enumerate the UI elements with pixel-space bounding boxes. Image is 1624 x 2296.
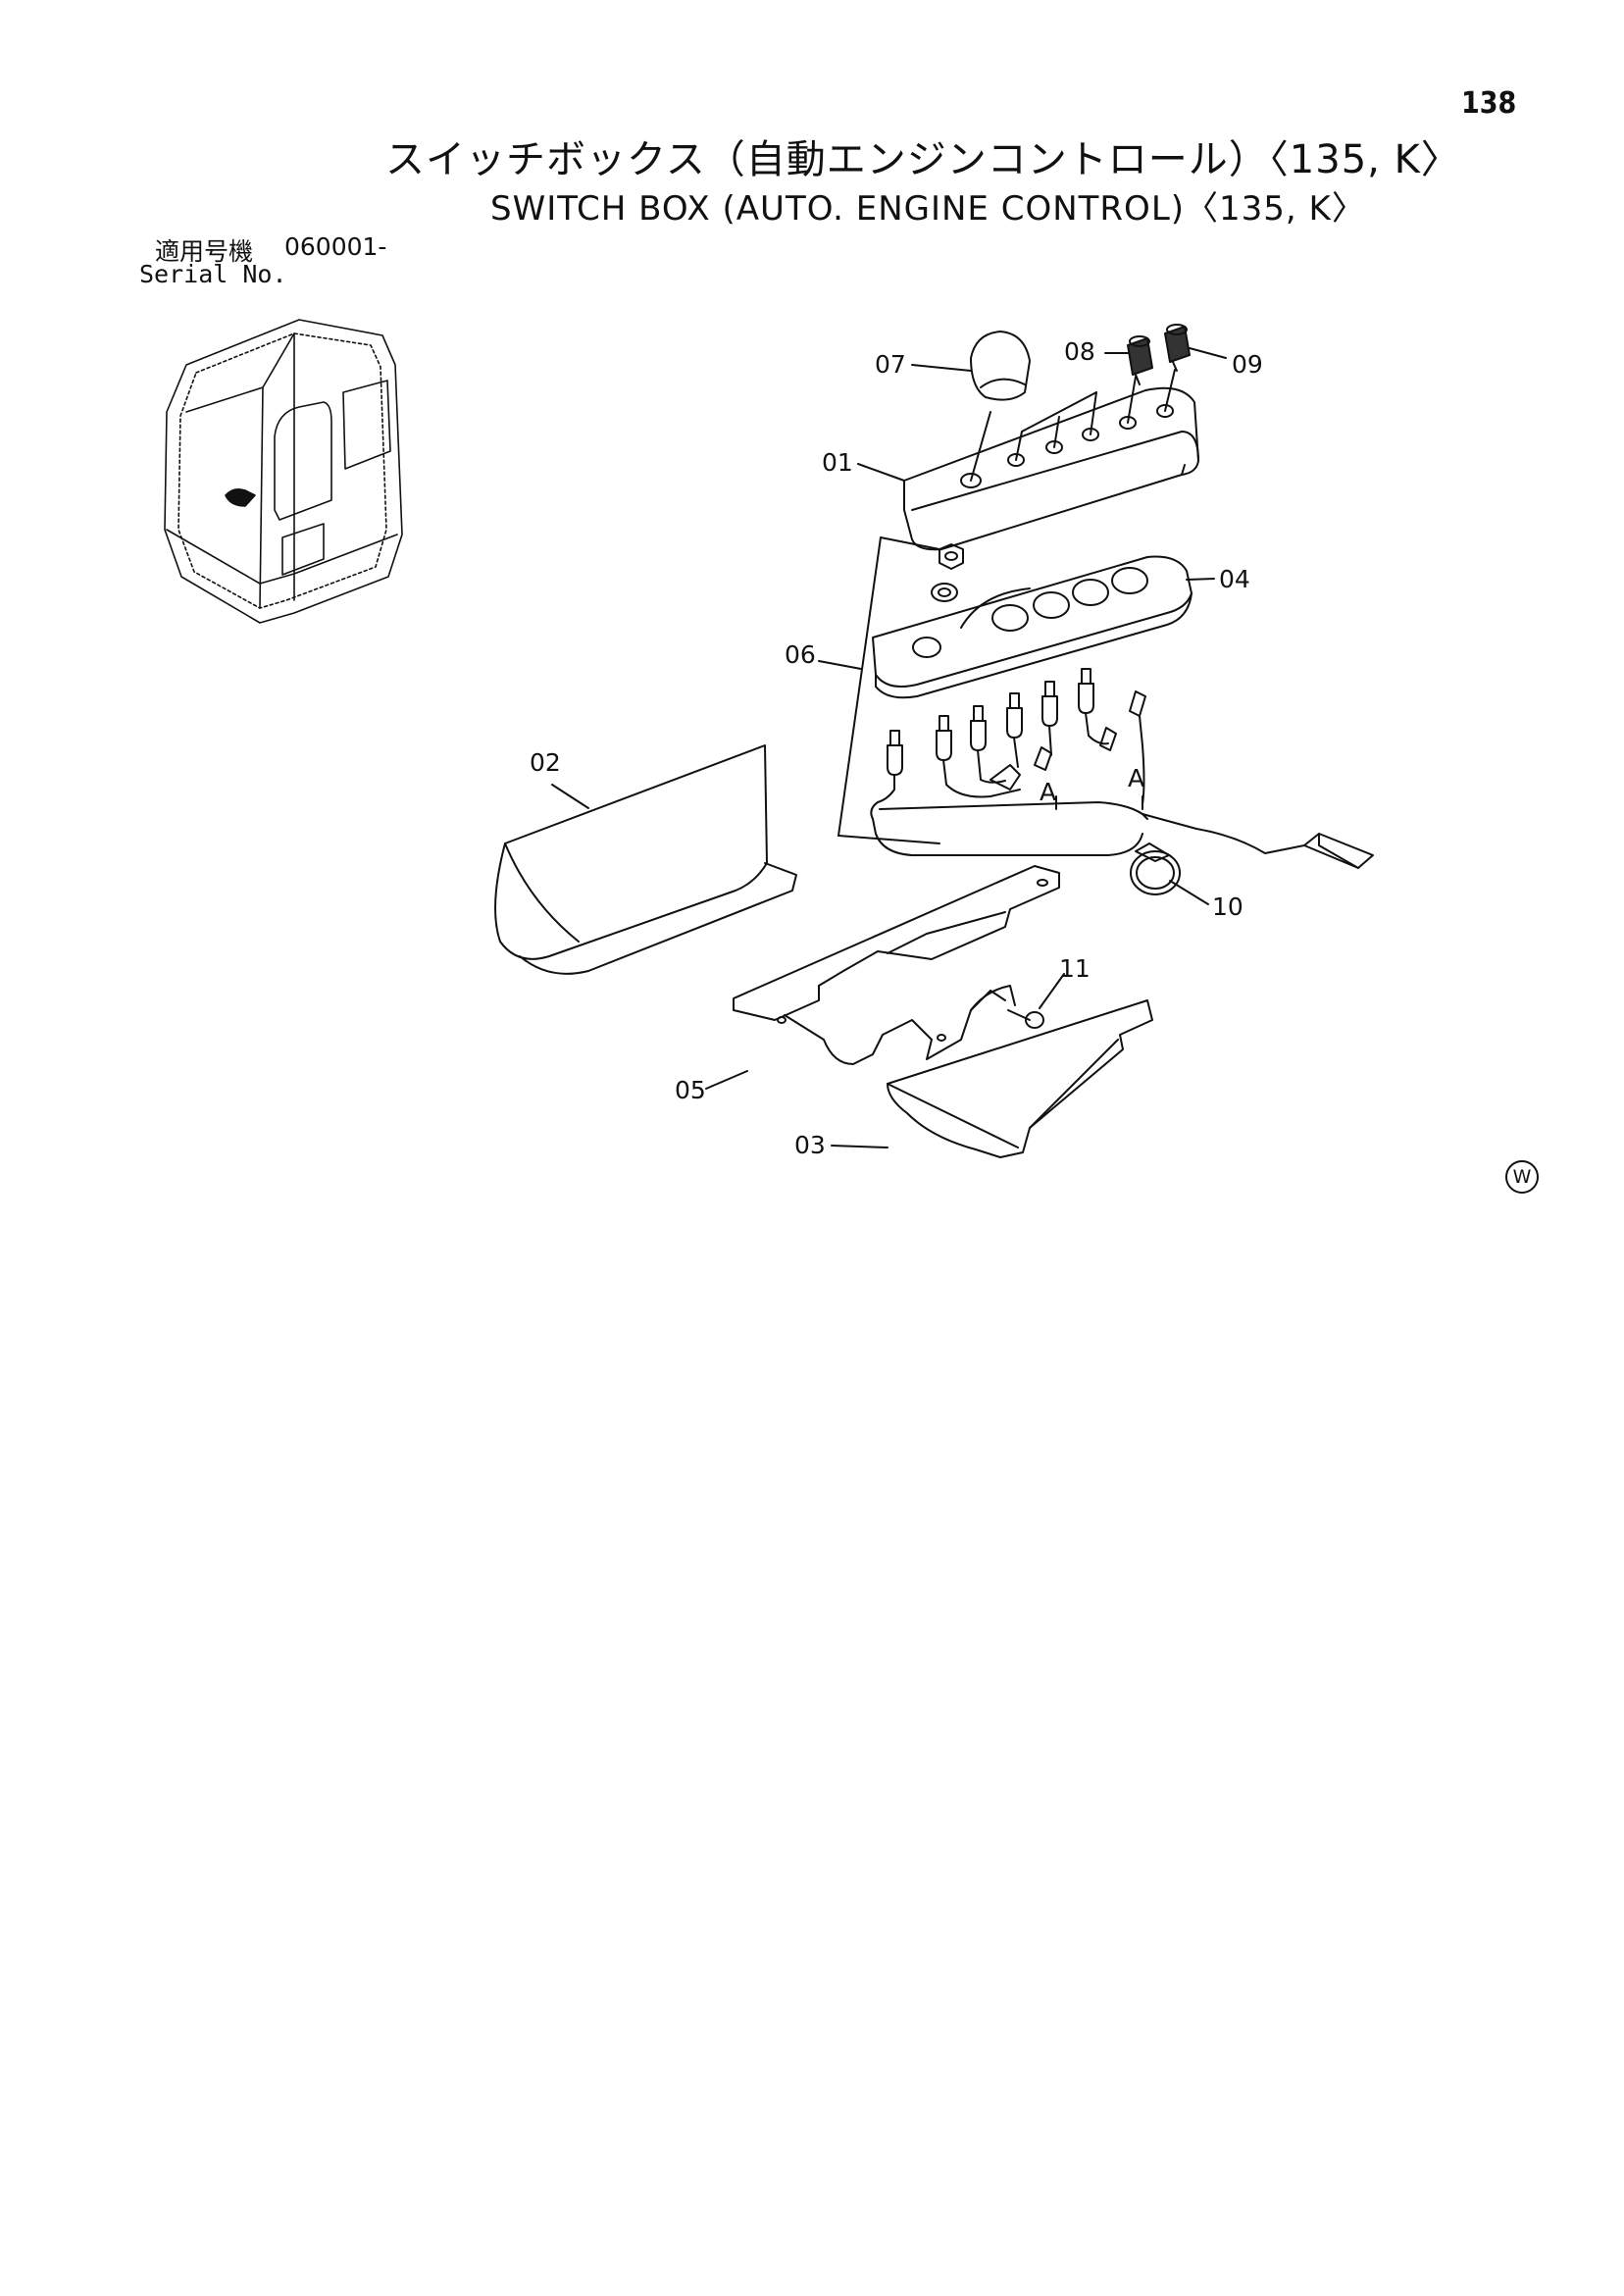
callout-06: 06 bbox=[785, 640, 816, 669]
callout-05: 05 bbox=[675, 1076, 706, 1104]
serial-label-english: Serial No. bbox=[139, 260, 287, 288]
callout-01: 01 bbox=[822, 448, 853, 477]
callout-09: 09 bbox=[1232, 350, 1263, 379]
serial-value: 060001- bbox=[284, 232, 387, 261]
w-mark: W bbox=[1505, 1160, 1539, 1194]
title-japanese: スイッチボックス（自動エンジンコントロール）〈135, K〉 bbox=[385, 137, 1461, 182]
callout-10: 10 bbox=[1212, 893, 1243, 921]
callout-04: 04 bbox=[1219, 565, 1250, 593]
part-02-side-cover bbox=[494, 744, 797, 975]
callout-03: 03 bbox=[794, 1131, 826, 1159]
callout-07: 07 bbox=[875, 350, 906, 379]
part-03-side-cover bbox=[887, 999, 1153, 1158]
callout-ref-a-2: A bbox=[1128, 764, 1144, 792]
part-04-switch-plate bbox=[872, 555, 1193, 699]
part-09-knob bbox=[1164, 324, 1191, 372]
callout-11: 11 bbox=[1059, 954, 1091, 983]
callout-02: 02 bbox=[530, 748, 561, 777]
part-01-top-cover bbox=[903, 369, 1199, 551]
cab-locator-illustration bbox=[164, 319, 403, 624]
part-11-screw bbox=[1007, 1009, 1044, 1029]
switch-harness bbox=[870, 668, 1374, 869]
title-english: SWITCH BOX (AUTO. ENGINE CONTROL)〈135, K… bbox=[490, 189, 1366, 229]
part-06-group-bracket bbox=[837, 536, 940, 844]
part-07-knob bbox=[970, 331, 1031, 401]
part-10-clamp bbox=[1130, 842, 1181, 895]
serial-label-japanese: 適用号機 bbox=[155, 237, 254, 266]
part-08-knob bbox=[1127, 335, 1153, 385]
page-number: 138 bbox=[1461, 86, 1517, 121]
part-05-bracket bbox=[733, 865, 1060, 1065]
nut-and-washer bbox=[931, 543, 964, 602]
callout-08: 08 bbox=[1064, 337, 1095, 366]
leader-lines bbox=[551, 347, 1227, 1148]
callout-ref-a-1: A bbox=[1040, 778, 1056, 806]
